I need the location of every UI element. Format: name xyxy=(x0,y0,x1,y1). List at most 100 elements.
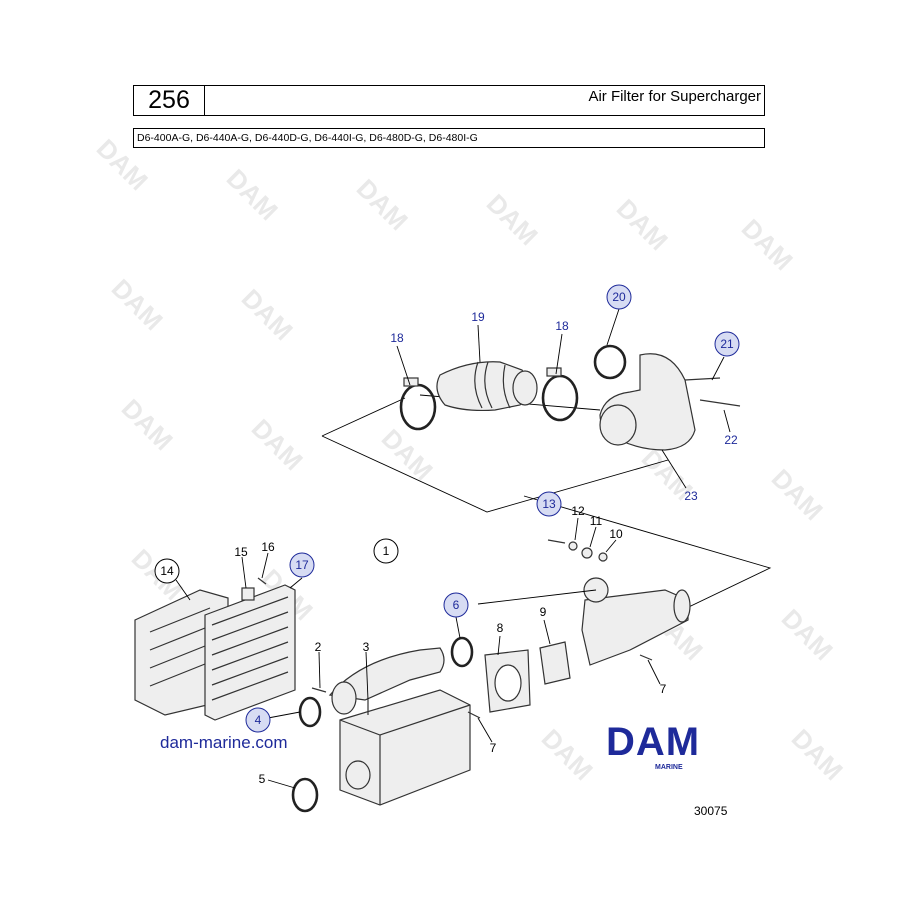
diagram-id: 30075 xyxy=(694,804,728,818)
leader-lines xyxy=(175,308,731,789)
brand-logo: DAM xyxy=(606,720,701,764)
callout-label: 7 xyxy=(660,682,667,696)
bolt xyxy=(684,377,721,381)
watermark: DAM xyxy=(536,723,599,786)
adapter-assembly xyxy=(467,539,691,719)
brand-logo-subtext: MARINE xyxy=(655,764,683,771)
callout-label: 12 xyxy=(571,504,585,518)
callout: 6 xyxy=(443,592,469,618)
callout: 7 xyxy=(660,682,667,696)
watermark: DAM xyxy=(611,193,674,256)
callout: 18 xyxy=(555,319,569,333)
bolt-long xyxy=(699,399,741,407)
callout-label: 13 xyxy=(542,497,556,511)
callout: 20 xyxy=(606,284,632,310)
filter-housing xyxy=(134,577,296,721)
o-ring-upper xyxy=(593,344,627,380)
clamp-screw xyxy=(403,377,419,387)
callout-label: 10 xyxy=(609,527,623,541)
intake-housing xyxy=(339,689,471,806)
callout-label: 17 xyxy=(295,558,309,572)
callout-label: 8 xyxy=(497,621,504,635)
callout: 11 xyxy=(590,514,603,528)
spacer xyxy=(581,547,593,559)
watermark: DAM xyxy=(351,173,414,236)
engine-models: D6-400A-G, D6-440A-G, D6-440D-G, D6-440I… xyxy=(137,132,478,144)
callout-label: 6 xyxy=(453,598,460,612)
callout-label: 18 xyxy=(390,331,404,345)
page-number: 256 xyxy=(134,86,205,115)
flap-plate xyxy=(539,641,571,685)
callout-label: 14 xyxy=(160,564,174,578)
hose-clamp-left xyxy=(399,383,437,431)
screw-13 xyxy=(547,539,566,544)
callout-label: 22 xyxy=(724,433,738,447)
nut xyxy=(598,552,608,562)
watermark: DAM xyxy=(236,283,299,346)
washer xyxy=(568,541,578,551)
rubber-hose xyxy=(436,361,529,412)
callout: 14 xyxy=(154,558,180,584)
watermark: DAM xyxy=(246,413,309,476)
hose-clamp-right xyxy=(541,374,579,422)
callout: 5 xyxy=(259,772,266,786)
watermark: DAM xyxy=(116,393,179,456)
watermark: DAM xyxy=(91,133,154,196)
callout: 9 xyxy=(540,605,547,619)
callout: 4 xyxy=(245,707,271,733)
watermark: DAM xyxy=(776,603,839,666)
callout-label: 11 xyxy=(590,514,603,528)
callout-label: 2 xyxy=(315,640,322,654)
o-ring-6 xyxy=(450,636,474,668)
watermark: DAM xyxy=(106,273,169,336)
intake-pipe xyxy=(328,647,445,701)
bolt-2 xyxy=(311,687,327,693)
callout: 23 xyxy=(684,489,698,503)
callouts: 1 2 3 4 5 6 7 7 8 9 10 11 12 13 14 15 16… xyxy=(154,284,740,786)
callout: 19 xyxy=(471,310,485,324)
callout-label: 19 xyxy=(471,310,485,324)
clamp-screw xyxy=(546,367,562,377)
callout: 2 xyxy=(315,640,322,654)
callout: 18 xyxy=(390,331,404,345)
callout-label: 18 xyxy=(555,319,569,333)
watermark: DAM xyxy=(736,213,799,276)
callout: 16 xyxy=(261,540,275,554)
callout: 8 xyxy=(497,621,504,635)
o-ring-4 xyxy=(298,696,322,728)
callout-label: 5 xyxy=(259,772,266,786)
callout: 1 xyxy=(373,538,399,564)
callout: 15 xyxy=(234,545,248,559)
callout: 10 xyxy=(609,527,623,541)
adapter-housing xyxy=(581,589,689,666)
callout: 17 xyxy=(289,552,315,578)
callout-label: 4 xyxy=(255,713,262,727)
hose-assembly xyxy=(399,344,741,451)
callout-label: 21 xyxy=(720,337,734,351)
callout: 12 xyxy=(571,504,585,518)
callout-label: 23 xyxy=(684,489,698,503)
header-title-row: 256 Air Filter for Supercharger xyxy=(133,85,765,116)
watermark: DAM xyxy=(376,423,439,486)
clip xyxy=(241,587,255,601)
website-text: dam-marine.com xyxy=(160,733,288,752)
callout: 13 xyxy=(536,491,562,517)
screw-7 xyxy=(639,654,653,661)
header-models-row: D6-400A-G, D6-440A-G, D6-440D-G, D6-440I… xyxy=(133,128,765,148)
callout-label: 3 xyxy=(363,640,370,654)
callout-label: 1 xyxy=(383,544,390,558)
page-title: Air Filter for Supercharger xyxy=(588,88,761,105)
callout-label: 15 xyxy=(234,545,248,559)
o-ring-5 xyxy=(291,777,319,813)
watermark: DAM xyxy=(481,188,544,251)
intake-box xyxy=(291,636,474,813)
callout-label: 20 xyxy=(612,290,626,304)
watermark: DAM xyxy=(221,163,284,226)
watermark: DAM xyxy=(786,723,849,786)
callout-label: 7 xyxy=(490,741,497,755)
screw-7 xyxy=(467,711,481,719)
callout-label: 16 xyxy=(261,540,275,554)
callout: 3 xyxy=(363,640,370,654)
callout: 22 xyxy=(724,433,738,447)
